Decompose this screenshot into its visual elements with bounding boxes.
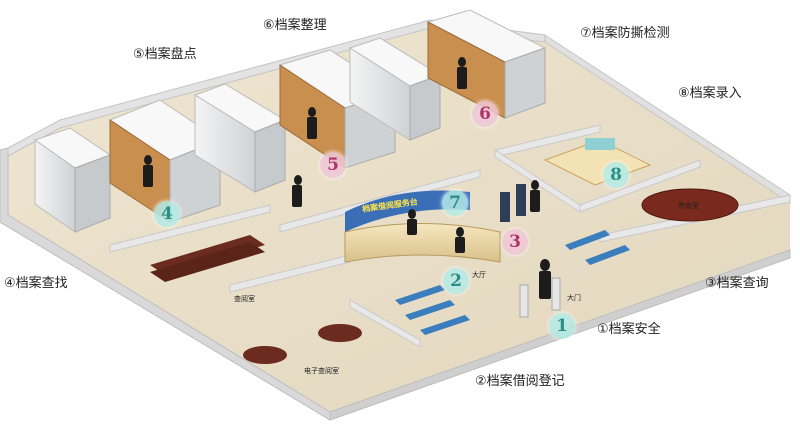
- marker-6: 6: [472, 101, 498, 127]
- room-e-reading: 电子查阅室: [304, 367, 339, 375]
- label-archive-query: ③档案查询: [705, 276, 769, 291]
- marker-4: 4: [154, 201, 180, 227]
- label-archive-sorting: ⑥档案整理: [263, 18, 327, 33]
- marker-8: 8: [603, 162, 629, 188]
- waiting-benches: [395, 230, 630, 335]
- archive-stack-1: [33, 127, 112, 233]
- marker-1: 1: [549, 313, 575, 339]
- room-hall: 大厅: [472, 271, 486, 279]
- room-meeting: 贵宾室: [678, 202, 699, 210]
- outer-wall-right: [544, 34, 791, 204]
- marker-5: 5: [320, 152, 346, 178]
- label-archive-inventory: ⑤档案盘点: [133, 47, 197, 62]
- marker-3: 3: [502, 229, 528, 255]
- room-reading: 查阅室: [234, 295, 255, 303]
- label-archive-entry: ⑧档案录入: [678, 86, 742, 101]
- marker-7: 7: [442, 190, 468, 216]
- marker-2: 2: [443, 268, 469, 294]
- security-gates: [519, 277, 561, 318]
- archive-stack-3: [193, 83, 287, 193]
- self-service-kiosks: [500, 184, 526, 222]
- label-archive-borrow-registration: ②档案借阅登记: [475, 374, 565, 389]
- label-archive-search: ④档案查找: [4, 276, 68, 291]
- staff-figures: [143, 57, 551, 299]
- label-archive-security: ①档案安全: [597, 322, 661, 337]
- archive-stack-5: [348, 37, 442, 141]
- reading-room-desks: [150, 235, 265, 282]
- e-reading-tables: [243, 324, 362, 364]
- meeting-table: [641, 188, 739, 222]
- room-gate: 大门: [567, 294, 581, 302]
- label-archive-tamper-detection: ⑦档案防撕检测: [580, 26, 670, 41]
